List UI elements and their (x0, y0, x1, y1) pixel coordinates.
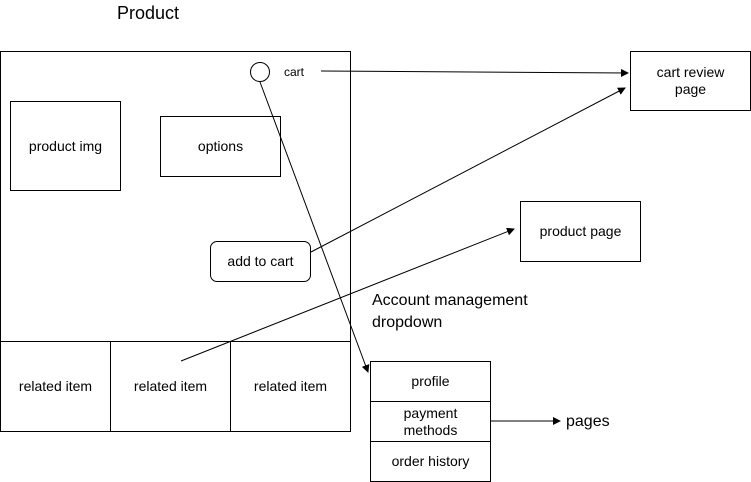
cart-review-page-label: cart review page (656, 64, 725, 97)
related-item-2[interactable]: related item (110, 341, 231, 432)
account-dropdown-label: Account management dropdown (372, 292, 528, 331)
options-box[interactable]: options (160, 116, 281, 177)
dropdown-item-order-history[interactable]: order history (370, 441, 491, 482)
product-image-label: product img (28, 137, 103, 154)
product-page-box: product page (520, 201, 641, 262)
cart-icon[interactable] (250, 62, 270, 82)
related-item-label: related item (133, 378, 208, 395)
related-item-1[interactable]: related item (0, 341, 111, 432)
dropdown-item-label: payment methods (403, 404, 458, 438)
dropdown-item-payment-methods[interactable]: payment methods (370, 401, 491, 442)
related-item-label: related item (18, 378, 93, 395)
add-to-cart-label: add to cart (227, 253, 294, 270)
dropdown-item-label: order history (391, 453, 470, 470)
product-page-label: product page (539, 223, 622, 240)
options-label: options (197, 138, 244, 155)
add-to-cart-button[interactable]: add to cart (210, 241, 311, 282)
pages-label: pages (566, 413, 610, 430)
page-title: Product (117, 3, 180, 23)
arrow-cart-to-cart-review (320, 68, 629, 77)
related-item-3[interactable]: related item (230, 341, 351, 432)
related-item-label: related item (253, 378, 328, 395)
dropdown-item-profile[interactable]: profile (370, 361, 491, 402)
cart-label: cart (284, 65, 305, 79)
product-image-placeholder: product img (10, 101, 121, 191)
dropdown-item-label: profile (411, 373, 450, 390)
cart-review-page-box: cart review page (630, 51, 751, 111)
